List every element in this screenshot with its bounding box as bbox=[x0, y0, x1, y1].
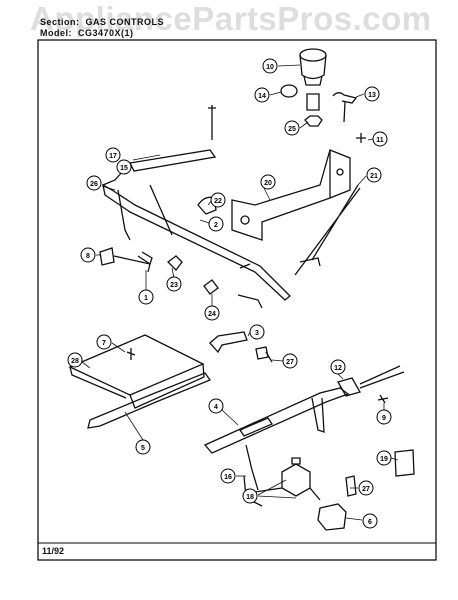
callout-17: 17 bbox=[105, 147, 121, 163]
part-shapes bbox=[68, 48, 415, 531]
callout-4: 4 bbox=[208, 398, 224, 414]
svg-text:21: 21 bbox=[370, 173, 378, 180]
svg-text:11: 11 bbox=[376, 137, 384, 144]
svg-text:10: 10 bbox=[266, 64, 274, 71]
svg-text:25: 25 bbox=[288, 126, 296, 133]
part-7-screw bbox=[126, 348, 136, 360]
callout-1: 1 bbox=[138, 289, 154, 305]
section-header: Section: GAS CONTROLS bbox=[40, 17, 164, 27]
svg-text:9: 9 bbox=[382, 415, 386, 422]
screw-top bbox=[208, 105, 216, 140]
callout-8: 8 bbox=[80, 247, 96, 263]
part-27-small bbox=[255, 346, 273, 363]
callout-20: 20 bbox=[260, 174, 276, 190]
svg-text:22: 22 bbox=[214, 198, 222, 205]
svg-text:16: 16 bbox=[224, 474, 232, 481]
valve-stem bbox=[306, 93, 320, 111]
callout-14: 14 bbox=[254, 87, 270, 103]
svg-text:5: 5 bbox=[141, 445, 145, 452]
section-label: Section: bbox=[40, 17, 80, 27]
callout-27a: 27 bbox=[282, 353, 298, 369]
svg-text:8: 8 bbox=[86, 253, 90, 260]
svg-text:1: 1 bbox=[144, 295, 148, 302]
svg-text:28: 28 bbox=[71, 358, 79, 365]
svg-text:26: 26 bbox=[90, 181, 98, 188]
revision-date: 11/92 bbox=[42, 546, 65, 556]
callout-2: 2 bbox=[208, 216, 224, 232]
callout-11: 11 bbox=[372, 131, 388, 147]
callout-10: 10 bbox=[262, 58, 278, 74]
part-25-nut bbox=[304, 115, 323, 127]
svg-text:17: 17 bbox=[109, 153, 117, 160]
part-20-mounting-bracket bbox=[231, 149, 351, 241]
part-24-fitting bbox=[203, 279, 219, 295]
svg-text:27: 27 bbox=[362, 486, 370, 493]
svg-text:12: 12 bbox=[334, 365, 342, 372]
part-13-bracket bbox=[332, 92, 358, 104]
callout-13: 13 bbox=[364, 86, 380, 102]
callout-26: 26 bbox=[86, 175, 102, 191]
model-header: Model: CG3470X(1) bbox=[40, 28, 134, 38]
callout-16: 16 bbox=[220, 468, 236, 484]
model-label: Model: bbox=[40, 28, 72, 38]
part-11-screw bbox=[356, 133, 366, 143]
callout-5: 5 bbox=[135, 439, 151, 455]
svg-text:14: 14 bbox=[258, 93, 266, 100]
part-4-burner-bar bbox=[203, 387, 350, 491]
svg-text:6: 6 bbox=[368, 519, 372, 526]
part-9-screw bbox=[377, 394, 389, 404]
part-27-fitting bbox=[345, 475, 357, 497]
svg-text:3: 3 bbox=[255, 330, 259, 337]
leader-lines bbox=[81, 64, 399, 521]
callout-bubbles: 10 14 13 25 11 17 15 26 20 21 22 2 8 23 … bbox=[67, 58, 392, 529]
callout-3: 3 bbox=[249, 324, 265, 340]
callout-6: 6 bbox=[362, 513, 378, 529]
part-22-orifice bbox=[197, 196, 217, 215]
drawing-frame bbox=[37, 39, 437, 561]
part-14-ring bbox=[280, 84, 298, 98]
svg-text:24: 24 bbox=[208, 311, 216, 318]
callout-19: 19 bbox=[376, 450, 392, 466]
part-6-valve bbox=[317, 503, 347, 531]
callout-23: 23 bbox=[166, 276, 182, 292]
svg-text:18: 18 bbox=[246, 494, 254, 501]
callout-7: 7 bbox=[96, 334, 112, 350]
part-28-panel bbox=[68, 334, 212, 429]
svg-text:15: 15 bbox=[120, 165, 128, 172]
svg-text:7: 7 bbox=[102, 340, 106, 347]
svg-text:2: 2 bbox=[214, 222, 218, 229]
callout-21: 21 bbox=[366, 167, 382, 183]
callout-28: 28 bbox=[67, 352, 83, 368]
svg-text:13: 13 bbox=[368, 92, 376, 99]
watermark: AppliancePartsPros.com bbox=[30, 0, 432, 37]
part-3-thermocouple bbox=[209, 331, 248, 354]
section-value: GAS CONTROLS bbox=[85, 17, 165, 27]
callout-27b: 27 bbox=[358, 480, 374, 496]
callout-18: 18 bbox=[242, 488, 258, 504]
callout-9: 9 bbox=[376, 409, 392, 425]
callout-12: 12 bbox=[330, 359, 346, 375]
svg-text:4: 4 bbox=[214, 404, 218, 411]
part-12-igniter bbox=[337, 365, 405, 397]
part-10-knob bbox=[299, 48, 327, 86]
part-23-fitting bbox=[167, 255, 183, 271]
svg-text:20: 20 bbox=[264, 180, 272, 187]
callout-22: 22 bbox=[210, 192, 226, 208]
model-value: CG3470X(1) bbox=[78, 28, 134, 38]
part-8-valve bbox=[99, 247, 153, 273]
svg-text:27: 27 bbox=[286, 359, 294, 366]
part-19-switch bbox=[394, 449, 415, 477]
callout-25: 25 bbox=[284, 120, 300, 136]
callout-24: 24 bbox=[204, 305, 220, 321]
callout-15: 15 bbox=[116, 159, 132, 175]
svg-text:23: 23 bbox=[170, 282, 178, 289]
part-18-regulator bbox=[254, 457, 321, 501]
svg-text:19: 19 bbox=[380, 456, 388, 463]
part-5-deflector bbox=[87, 372, 212, 429]
